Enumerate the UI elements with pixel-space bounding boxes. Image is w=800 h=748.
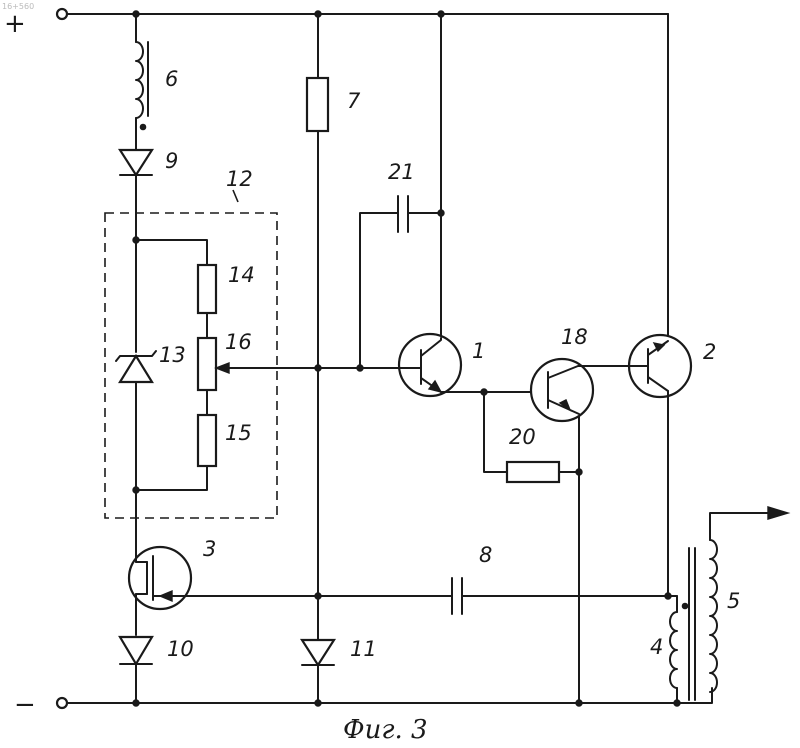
label-15: 15 bbox=[225, 421, 252, 445]
transistor-18 bbox=[531, 359, 596, 421]
capacitor-21 bbox=[398, 196, 408, 232]
label-5: 5 bbox=[727, 589, 740, 613]
diode-9 bbox=[120, 150, 152, 175]
terminal-plus-label: + bbox=[4, 9, 26, 39]
resistor-7 bbox=[307, 78, 328, 131]
negative-rail bbox=[67, 688, 712, 703]
terminal-plus: + bbox=[4, 9, 67, 39]
emitter-2-wire bbox=[668, 391, 677, 612]
figure-caption: Фиг. 3 bbox=[343, 715, 428, 745]
label-20: 20 bbox=[509, 425, 536, 449]
capacitor-8 bbox=[452, 578, 462, 614]
resistor-14 bbox=[198, 265, 216, 313]
inductor-6 bbox=[136, 42, 148, 130]
label-14: 14 bbox=[228, 263, 255, 287]
label-9: 9 bbox=[165, 149, 178, 173]
terminal-minus: − bbox=[14, 690, 67, 720]
label-10: 10 bbox=[167, 637, 194, 661]
diode-11 bbox=[302, 640, 334, 665]
resistor-15 bbox=[198, 415, 216, 466]
resistor-20 bbox=[507, 462, 559, 482]
label-18: 18 bbox=[561, 325, 588, 349]
label-2: 2 bbox=[703, 340, 716, 364]
label-11: 11 bbox=[350, 637, 377, 661]
transistor-2 bbox=[596, 335, 691, 397]
label-16: 16 bbox=[225, 330, 252, 354]
label-3: 3 bbox=[203, 537, 216, 561]
label-13: 13 bbox=[159, 343, 186, 367]
label-6: 6 bbox=[165, 67, 178, 91]
label-1: 1 bbox=[472, 339, 485, 363]
label-21: 21 bbox=[388, 160, 415, 184]
transistor-1 bbox=[360, 334, 461, 396]
zener-diode-13 bbox=[116, 351, 156, 382]
diode-10 bbox=[120, 637, 152, 703]
emitter-1-wire bbox=[441, 392, 507, 472]
label-7: 7 bbox=[347, 89, 361, 113]
label-8: 8 bbox=[479, 543, 492, 567]
potentiometer-16 bbox=[198, 338, 360, 390]
transistor-3 bbox=[129, 545, 191, 635]
terminal-minus-label: − bbox=[14, 690, 36, 720]
label-12: 12 bbox=[226, 167, 253, 191]
label-4: 4 bbox=[650, 635, 663, 659]
